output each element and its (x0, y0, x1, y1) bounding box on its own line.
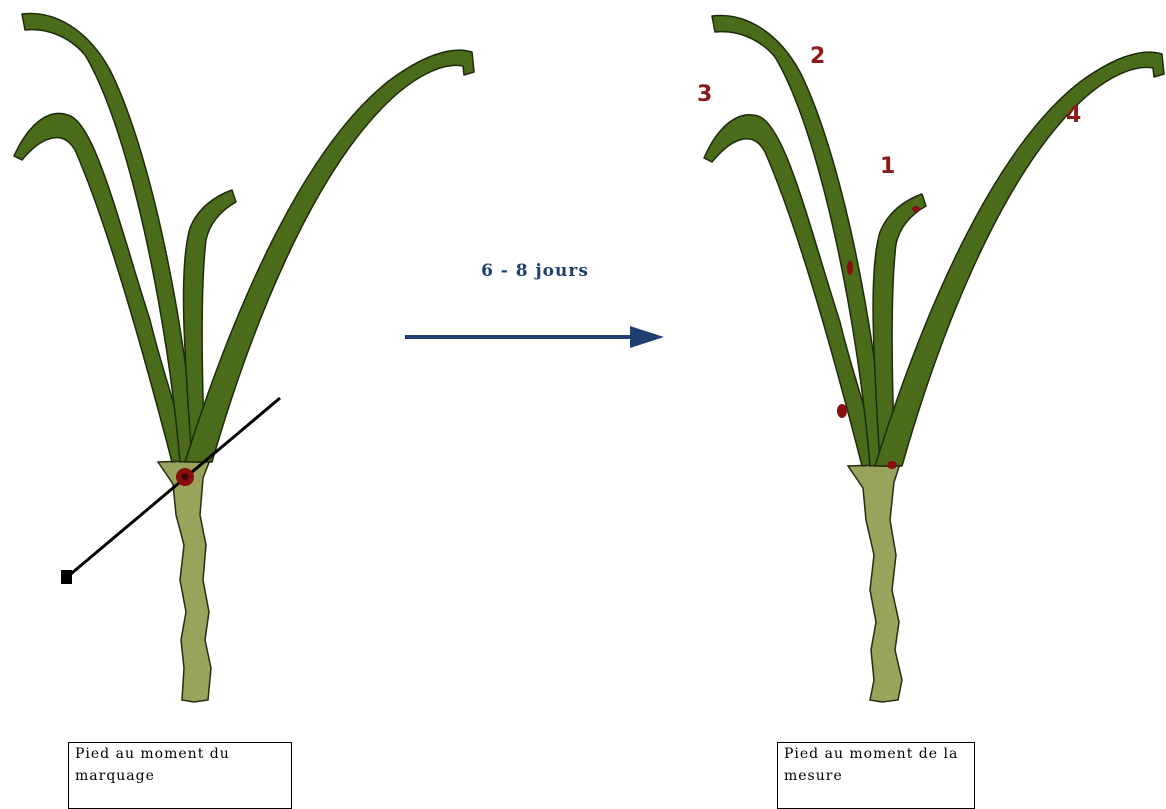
mark-leaf-1 (912, 206, 920, 212)
caption-before-text: Pied au moment du marquage (75, 746, 230, 784)
plant-before-marking (14, 13, 474, 702)
mark-leaf-2 (847, 261, 853, 275)
leaf-number-4: 4 (1066, 103, 1081, 128)
duration-label: 6 - 8 jours (481, 261, 589, 281)
stem-before (158, 460, 211, 702)
wire-end (61, 570, 72, 584)
stem-after (848, 464, 902, 702)
leaf-number-3: 3 (697, 82, 712, 107)
mark-leaf-3 (837, 404, 847, 418)
leaf-before-4 (185, 50, 474, 462)
caption-at-measurement: Pied au moment de la mesure (777, 742, 975, 809)
time-arrow: 6 - 8 jours (405, 261, 664, 348)
leaf-number-1: 1 (880, 154, 895, 179)
plant-at-measurement: 1 2 3 4 (697, 15, 1164, 702)
leaf-after-4 (875, 52, 1164, 466)
leaf-number-2: 2 (810, 44, 825, 69)
mark-leaf-4 (887, 461, 897, 469)
caption-after-text: Pied au moment de la mesure (784, 746, 958, 784)
arrow-head (630, 326, 664, 348)
caption-before-marking: Pied au moment du marquage (68, 742, 292, 809)
ring-marker-center (182, 474, 189, 481)
